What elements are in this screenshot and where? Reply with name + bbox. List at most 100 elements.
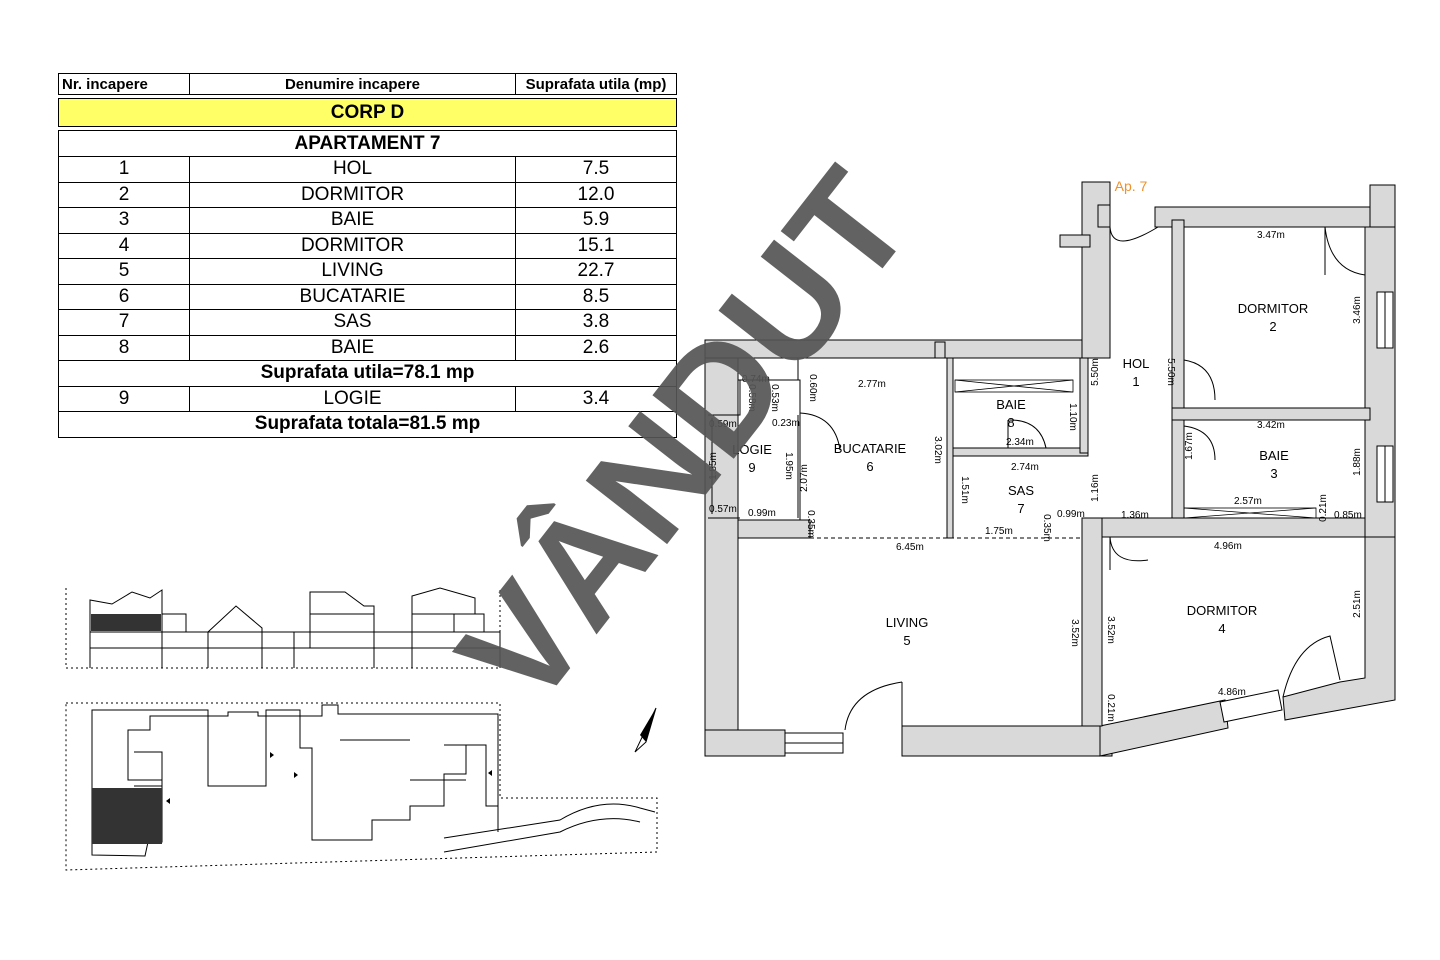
dimension-label: 0.35m xyxy=(1041,514,1052,542)
dimension-label: 2.07m xyxy=(799,464,810,492)
table-row: 3 BAIE 5.9 xyxy=(58,207,677,234)
room-number: 6 xyxy=(58,283,190,310)
dimension-label: 1.10m xyxy=(1067,403,1078,431)
dimension-label: 0.58m xyxy=(746,384,757,412)
room-label-baie-8: BAIE xyxy=(996,397,1026,412)
room-name: BAIE xyxy=(189,334,516,361)
room-label-dormitor-4: DORMITOR xyxy=(1187,603,1258,618)
dimension-label: 2.74m xyxy=(1011,462,1039,473)
room-schedule-table: Nr. incapere Denumire incapere Suprafata… xyxy=(58,73,677,438)
room-number-dormitor-4: 4 xyxy=(1218,621,1225,636)
room-number-baie-3: 3 xyxy=(1270,466,1277,481)
dimension-label: 0.99m xyxy=(748,508,776,519)
dimension-label: 1.88m xyxy=(1352,448,1363,476)
dimension-label: 1.16m xyxy=(1090,474,1101,502)
room-label-logie: LOGIE xyxy=(732,442,772,457)
sold-stamp-text: VÂNDUT xyxy=(425,140,942,736)
dimension-label: 0.57m xyxy=(709,504,737,515)
room-number-living: 5 xyxy=(903,633,910,648)
room-name: BAIE xyxy=(189,207,516,234)
table-row: 2 DORMITOR 12.0 xyxy=(58,181,677,208)
room-label-baie-3: BAIE xyxy=(1259,448,1289,463)
dimension-label: 0.59m xyxy=(709,419,737,430)
table-row: 4 DORMITOR 15.1 xyxy=(58,232,677,259)
dimension-label: 3.47m xyxy=(1257,230,1285,241)
dimension-label: 0.53m xyxy=(769,384,780,412)
dimension-label: 4.96m xyxy=(1214,541,1242,552)
dimension-label: 1.67m xyxy=(1184,432,1195,460)
dimension-label: 5.50m xyxy=(1090,358,1101,386)
windows xyxy=(784,291,1394,754)
dimension-label: 0.60m xyxy=(807,374,818,402)
room-area: 12.0 xyxy=(515,181,677,208)
room-name: LIVING xyxy=(189,258,516,285)
table-row: 6 BUCATARIE 8.5 xyxy=(58,283,677,310)
dimension-label: 1.75m xyxy=(985,526,1013,537)
dimension-label: 2.77m xyxy=(858,379,886,390)
room-number: 1 xyxy=(58,156,190,183)
closets xyxy=(954,379,1317,519)
apartment-highlight-site xyxy=(92,788,162,844)
dimension-label: 1.51m xyxy=(959,476,970,504)
room-number-sas: 7 xyxy=(1017,501,1024,516)
dimension-label: 5.50m xyxy=(1165,358,1176,386)
dimension-label: 4.86m xyxy=(1218,687,1246,698)
room-number: 7 xyxy=(58,309,190,336)
dimension-label: 0.74m xyxy=(742,374,770,385)
key-plans xyxy=(65,587,658,871)
dimension-label: 3.52m xyxy=(1069,619,1080,647)
room-number-baie-8: 8 xyxy=(1007,415,1014,430)
header-room-number: Nr. incapere xyxy=(58,73,190,95)
room-label-hol: HOL xyxy=(1123,356,1150,371)
room-area: 8.5 xyxy=(515,283,677,310)
dimension-label: 3.46m xyxy=(1352,296,1363,324)
dimension-label: 1.95m xyxy=(783,452,794,480)
room-labels: HOL 1 DORMITOR 2 BAIE 3 DORMITOR 4 LIVIN… xyxy=(732,301,1308,648)
room-label-dormitor-2: DORMITOR xyxy=(1238,301,1309,316)
building-name: CORP D xyxy=(58,98,677,127)
doors xyxy=(799,226,1366,731)
room-label-living: LIVING xyxy=(886,615,929,630)
dimension-label: 2.51m xyxy=(1352,590,1363,618)
room-area: 7.5 xyxy=(515,156,677,183)
room-area: 2.6 xyxy=(515,334,677,361)
total-row: Suprafata totala=81.5 mp xyxy=(58,411,677,438)
room-name: DORMITOR xyxy=(189,232,516,259)
room-label-bucatarie: BUCATARIE xyxy=(834,441,907,456)
walls xyxy=(704,181,1396,757)
site-key-plan xyxy=(65,702,658,871)
table-row: 7 SAS 3.8 xyxy=(58,309,677,336)
header-room-area: Suprafata utila (mp) xyxy=(515,73,677,95)
elevation-key-plan xyxy=(65,587,501,669)
room-number-hol: 1 xyxy=(1132,374,1139,389)
dimension-label: 2.34m xyxy=(1006,437,1034,448)
dimension-label: 0.21m xyxy=(1105,694,1116,722)
building-row: CORP D xyxy=(58,98,677,127)
entrance-label: Ap. 7 xyxy=(1115,178,1148,194)
room-number: 8 xyxy=(58,334,190,361)
dimension-label: 0.35m xyxy=(805,510,816,538)
room-name: DORMITOR xyxy=(189,181,516,208)
dimension-label: 3.42m xyxy=(1257,420,1285,431)
apartment-row: APARTAMENT 7 xyxy=(58,130,677,157)
room-number: 4 xyxy=(58,232,190,259)
room-number-dormitor-2: 2 xyxy=(1269,319,1276,334)
total-text: Suprafata totala=81.5 mp xyxy=(58,411,677,438)
dimension-label: 6.45m xyxy=(896,542,924,553)
table-row: 5 LIVING 22.7 xyxy=(58,258,677,285)
north-arrow-icon xyxy=(634,707,657,753)
dimension-label: 3.52m xyxy=(1105,616,1116,644)
dimension-label: 0.23m xyxy=(772,418,800,429)
room-name: LOGIE xyxy=(189,385,516,412)
dimension-label: 0.99m xyxy=(1057,509,1085,520)
room-area: 22.7 xyxy=(515,258,677,285)
dimension-label: 1.36m xyxy=(1121,510,1149,521)
room-label-sas: SAS xyxy=(1008,483,1034,498)
room-name: BUCATARIE xyxy=(189,283,516,310)
table-row: 8 BAIE 2.6 xyxy=(58,334,677,361)
room-number: 5 xyxy=(58,258,190,285)
table-row: 1 HOL 7.5 xyxy=(58,156,677,183)
table-header-row: Nr. incapere Denumire incapere Suprafata… xyxy=(58,73,677,95)
